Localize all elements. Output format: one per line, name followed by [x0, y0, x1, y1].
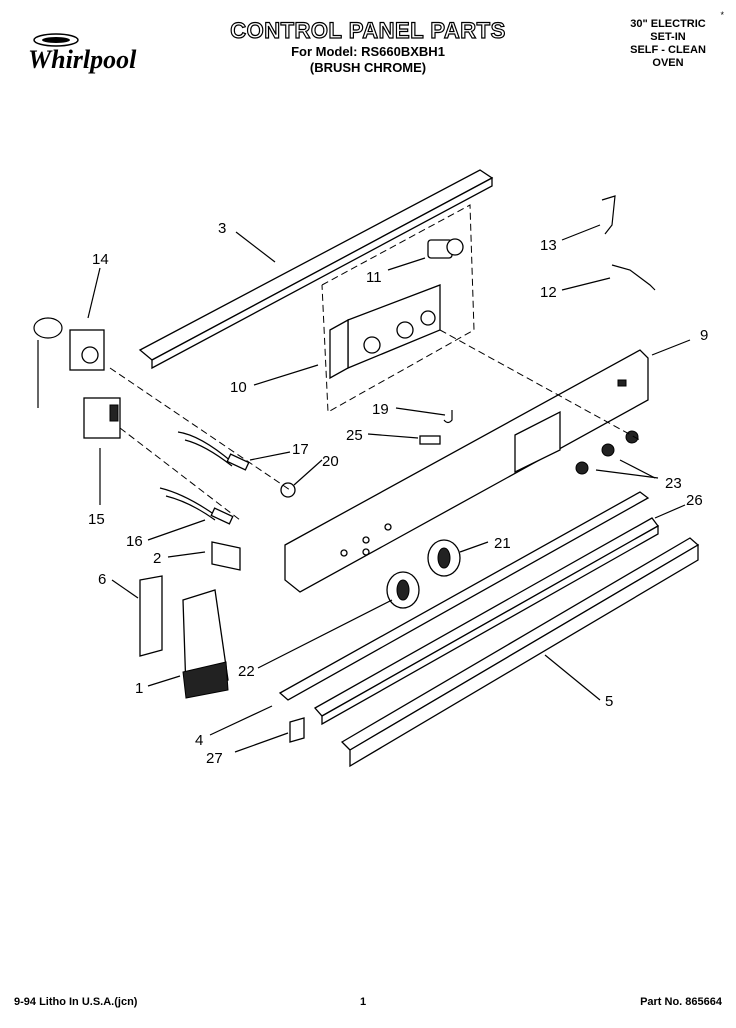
dashed-group-10-11	[321, 204, 475, 413]
part-3-trim	[138, 169, 494, 370]
callout-10: 10	[230, 379, 247, 396]
callout-19: 19	[372, 401, 389, 418]
callout-11: 11	[366, 269, 382, 286]
callout-2: 2	[153, 550, 161, 567]
part-27-clip	[289, 717, 305, 743]
part-9-panel	[284, 349, 649, 593]
connector-lines	[109, 329, 641, 521]
page-number: 1	[360, 996, 367, 1008]
finish-label: (BRUSH CHROME)	[309, 60, 427, 75]
part-2-bracket	[211, 541, 241, 571]
brand-text: Whirlpool	[28, 45, 137, 74]
callout-4: 4	[195, 732, 203, 749]
part-11-hub	[427, 238, 464, 259]
callout-23: 23	[665, 475, 682, 492]
callout-6: 6	[98, 571, 106, 588]
callout-20: 20	[322, 453, 339, 470]
part-13-clip	[601, 195, 616, 235]
part-10-bracket	[329, 284, 441, 380]
callout-13: 13	[540, 237, 557, 254]
part-number: Part No. 865664	[640, 996, 722, 1008]
asterisk-mark: *	[720, 10, 724, 20]
part-6-shield	[139, 575, 163, 657]
part-25-clip	[419, 435, 441, 445]
part-12-bracket	[611, 264, 656, 291]
part-21-knob	[427, 539, 461, 577]
part-16-harness	[159, 487, 234, 525]
oven-description: 30" ELECTRIC SET-IN SELF - CLEAN OVEN	[618, 18, 718, 70]
callout-26: 26	[686, 492, 703, 509]
part-4-strip	[278, 491, 650, 701]
part-20-light	[280, 482, 296, 498]
page-title: CONTROL PANEL PARTS	[230, 17, 506, 43]
callout-9: 9	[700, 327, 708, 344]
whirlpool-logo: Whirlpool	[28, 33, 137, 74]
model-number: For Model: RS660BXBH1	[291, 44, 445, 59]
callout-3: 3	[218, 220, 226, 237]
part-17-harness	[177, 431, 250, 471]
callout-21: 21	[494, 535, 511, 552]
oven-line: SELF - CLEAN	[630, 44, 706, 56]
callout-17: 17	[292, 441, 309, 458]
callout-15: 15	[88, 511, 105, 528]
oven-line: SET-IN	[650, 31, 686, 43]
callout-1: 1	[135, 680, 143, 697]
litho-note: 9-94 Litho In U.S.A.(jcn)	[14, 996, 138, 1008]
part-5-strip	[340, 537, 700, 768]
callout-16: 16	[126, 533, 143, 550]
oven-line: 30" ELECTRIC	[630, 18, 706, 30]
callout-labels: 3 14 11 13 12 9 10 19 25 17 20 15 16 2 6…	[88, 220, 708, 767]
leader-lines	[87, 224, 691, 753]
part-1-bracket	[182, 589, 229, 699]
callout-22: 22	[238, 663, 255, 680]
oven-line: OVEN	[652, 57, 684, 69]
callout-27: 27	[206, 750, 223, 767]
callout-12: 12	[540, 284, 557, 301]
callout-5: 5	[605, 693, 613, 710]
part-14-thermostat	[33, 317, 105, 408]
part-19-clip	[443, 410, 453, 424]
callout-25: 25	[346, 427, 363, 444]
part-26-strip	[313, 517, 659, 726]
part-22-knob	[386, 571, 420, 609]
callout-14: 14	[92, 251, 109, 268]
part-15-switch	[83, 397, 121, 439]
panel-holes	[340, 523, 392, 557]
